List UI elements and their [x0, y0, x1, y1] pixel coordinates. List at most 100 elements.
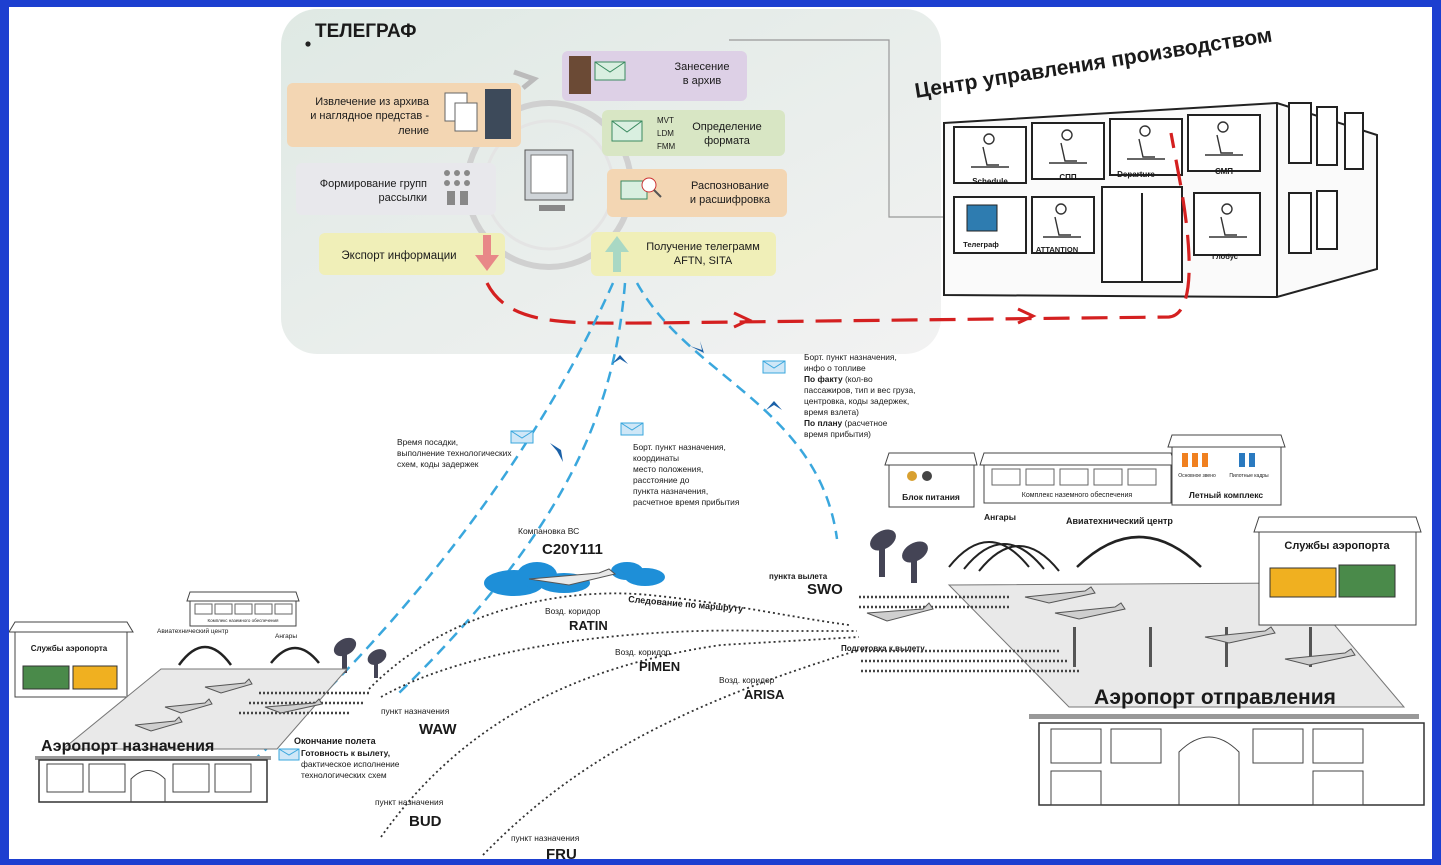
dest-bud-label: пункт назначения: [375, 797, 443, 807]
tech-center-label: Авиатехнический центр: [1066, 516, 1173, 526]
step-decode-line2: и расшифровка: [690, 194, 771, 206]
departure-point-code: SWO: [807, 581, 843, 598]
diagram-canvas: ТЕЛЕГРАФ Занесение в архив Извлечение из…: [9, 7, 1432, 859]
svg-text:центровка, коды задержек,: центровка, коды задержек,: [804, 396, 909, 406]
svg-text:пункта назначения,: пункта назначения,: [633, 486, 708, 496]
step-export-label: Экспорт информации: [341, 250, 456, 262]
arrival-airport: Службы аэропорта Комплекс наземного обес…: [9, 591, 387, 803]
aircraft-config-label: Компановка ВС: [518, 526, 579, 536]
operator-icons: [971, 121, 1247, 238]
arrival-airport-title: Аэропорт назначения: [41, 738, 214, 755]
step-archive-put-line2: в архив: [683, 75, 722, 87]
ground-complex: Комплекс наземного обеспечения: [979, 452, 1176, 504]
step-archive-get: Извлечение из архива и наглядное предста…: [287, 83, 521, 147]
tech-center-icon: [1076, 535, 1202, 568]
plan-label: По плану: [804, 418, 843, 428]
arrival-ground-complex: Комплекс наземного обеспечения: [186, 591, 300, 627]
aircraft-config: Компановка ВС C20Y111: [484, 526, 665, 596]
svg-text:По плану (расчетное: По плану (расчетное: [804, 418, 888, 428]
corridor-pimen: PIMEN: [639, 659, 680, 674]
airplane-icons: [134, 678, 323, 732]
step-format-line1: Определение: [692, 121, 762, 133]
flight-complex-label: Летный комплекс: [1189, 490, 1264, 500]
flow-arrow-icon: [1017, 307, 1037, 325]
svg-text:расстояние до: расстояние до: [633, 475, 690, 485]
hangars-label: Ангары: [984, 512, 1016, 522]
telegraph-panel: ТЕЛЕГРАФ Занесение в архив Извлечение из…: [281, 9, 957, 354]
step-archive-get-line1: Извлечение из архива: [315, 96, 430, 108]
step-export: Экспорт информации: [319, 233, 505, 275]
enroute-message: Борт. пункт назначения, координаты место…: [633, 442, 739, 507]
airplane-icons: [866, 586, 1356, 666]
control-center: Центр управления производством Schedule …: [913, 24, 1378, 299]
step-groups-line1: Формирование групп: [320, 178, 427, 190]
down-arrow-icon: [475, 235, 499, 271]
step-decode-line1: Распознование: [691, 180, 769, 192]
computer-icon: [524, 149, 574, 211]
truck-icon: [1338, 564, 1396, 598]
code-ldm: LDM: [657, 129, 674, 138]
truck-icon: [22, 665, 70, 690]
svg-text:место положения,: место положения,: [633, 464, 703, 474]
aircraft-code: C20Y111: [542, 541, 603, 558]
departure-point-label: пункта вылета: [769, 572, 828, 581]
corridor-pimen-label: Возд. коридор: [615, 647, 671, 657]
departure-airport: Аэропорт отправления Службы аэропорта Бл…: [859, 434, 1425, 806]
dest-waw-label: пункт назначения: [381, 706, 449, 716]
svg-text:Борт. пункт назначения,: Борт. пункт назначения,: [633, 442, 726, 452]
step-receive-line1: Получение телеграмм: [646, 241, 760, 253]
svg-text:координаты: координаты: [633, 453, 679, 463]
diagram: ТЕЛЕГРАФ Занесение в архив Извлечение из…: [9, 9, 1425, 859]
arrival-services: Службы аэропорта: [31, 644, 108, 653]
cycle-arrow-icon: [513, 69, 540, 90]
fact-label: По факту: [804, 374, 843, 384]
people-group-icon: [444, 170, 470, 205]
radar-icons: [870, 529, 928, 583]
control-center-title: Центр управления производством: [913, 24, 1274, 103]
code-fmm: FMM: [657, 142, 676, 151]
end-flight-label: Окончание полета: [294, 736, 377, 746]
svg-text:расчетное время прибытия: расчетное время прибытия: [633, 497, 739, 507]
arrival-message: Время посадки, выполнение технологически…: [397, 437, 512, 469]
bus-icon: [1269, 567, 1337, 598]
arrival-ground-label: Комплекс наземного обеспечения: [208, 618, 280, 623]
step-receive-line2: AFTN, SITA: [674, 255, 733, 267]
route-following: Следование по маршруту: [628, 594, 744, 614]
step-groups-line2: рассылки: [378, 192, 427, 204]
up-arrow-icon: [605, 236, 629, 272]
datalink-arrow-icons: [231, 341, 782, 785]
prep-label: Подготовка к вылету: [841, 644, 925, 653]
svg-text:время взлета): время взлета): [804, 407, 859, 417]
ready-message: Готовность к вылету, фактическое исполне…: [301, 748, 400, 780]
arrival-hangars: Ангары: [275, 633, 297, 640]
hangar-icon: [948, 541, 1060, 572]
svg-text:схем, коды задержек: схем, коды задержек: [397, 459, 479, 469]
telegraph-terminal-icon: [966, 204, 998, 232]
corridor-ratin: RATIN: [569, 618, 608, 633]
svg-text:фактическое исполнение: фактическое исполнение: [301, 759, 400, 769]
step-decode: Распознование и расшифровка: [607, 169, 787, 217]
airplane-icon: [528, 568, 617, 586]
room-departure: Departure: [1117, 170, 1155, 179]
svg-text:инфо о топливе: инфо о топливе: [804, 363, 866, 373]
flight-complex-sub2: Пилотные кадры: [1229, 473, 1269, 479]
dest-bud: BUD: [409, 813, 442, 830]
routes: [368, 592, 870, 856]
room-telegraph: Телеграф: [963, 240, 999, 249]
dest-fru-label: пункт назначения: [511, 833, 579, 843]
step-receive: Получение телеграмм AFTN, SITA: [591, 232, 776, 276]
room-smp: СМП: [1215, 167, 1233, 176]
bullet-icon: [305, 41, 311, 47]
corridor-arisa: ARISA: [744, 687, 785, 702]
room-schedule: Schedule: [972, 177, 1008, 186]
svg-text:технологических схем: технологических схем: [301, 770, 387, 780]
corridor-ratin-label: Возд. коридор: [545, 606, 601, 616]
arrival-tech-center: Авиатехнический центр: [157, 627, 229, 635]
step-archive-get-line3: ление: [398, 125, 429, 137]
step-archive-put-line1: Занесение: [675, 61, 730, 73]
svg-text:пассажиров, тип и вес груза,: пассажиров, тип и вес груза,: [804, 385, 915, 395]
dest-fru: FRU: [546, 846, 577, 859]
step-format-line2: формата: [704, 135, 751, 147]
catering-label: Блок питания: [902, 492, 960, 502]
code-mvt: MVT: [657, 116, 674, 125]
